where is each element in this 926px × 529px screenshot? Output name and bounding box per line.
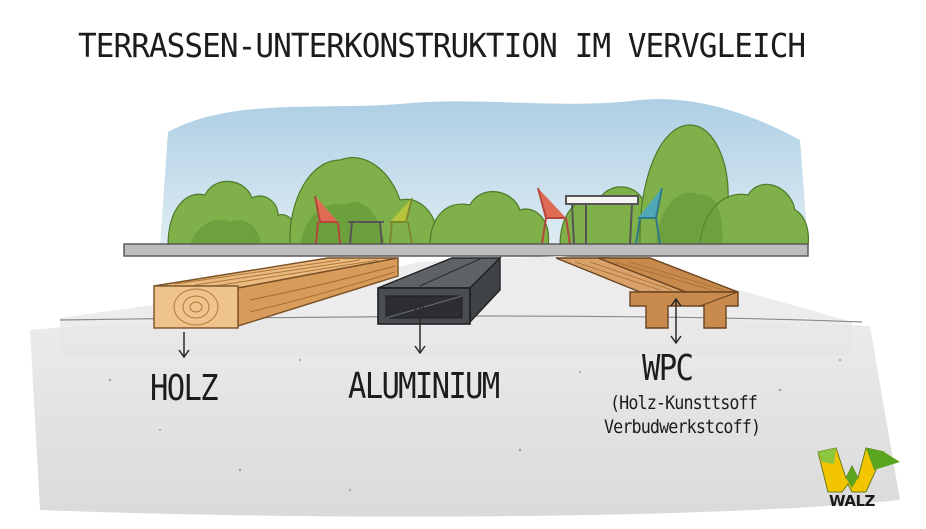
arrow-aluminium [414,301,426,355]
arrow-holz [178,332,190,359]
chair-green [389,197,413,245]
patio-furniture [314,187,663,245]
ground [30,318,900,517]
arrows [178,297,682,359]
label-holz: HOLZ [150,368,219,409]
wpc-profile [555,257,739,329]
arrow-wpc [670,297,682,345]
chair-blue [635,187,663,245]
label-aluminium: ALUMINIUM [348,366,500,407]
label-wpc: WPC [642,348,694,389]
label-wpc-subtitle-1: (Holz-Kunsttsoff [610,392,758,414]
table-white [565,195,639,245]
table-small [348,221,384,245]
timber-beam [153,257,399,329]
walz-logo-icon [817,447,900,493]
page-title: TERRASSEN-UNTERKONSTRUKTION IM VERVGLEIC… [78,26,806,65]
chair-red-left [314,195,341,245]
chair-red-right [537,187,571,245]
walz-logo-text: WALZ [829,492,875,510]
label-wpc-subtitle-2: Verbudwerkstcoff) [604,416,761,438]
deck-slab [123,243,809,257]
aluminium-profile [377,256,502,325]
